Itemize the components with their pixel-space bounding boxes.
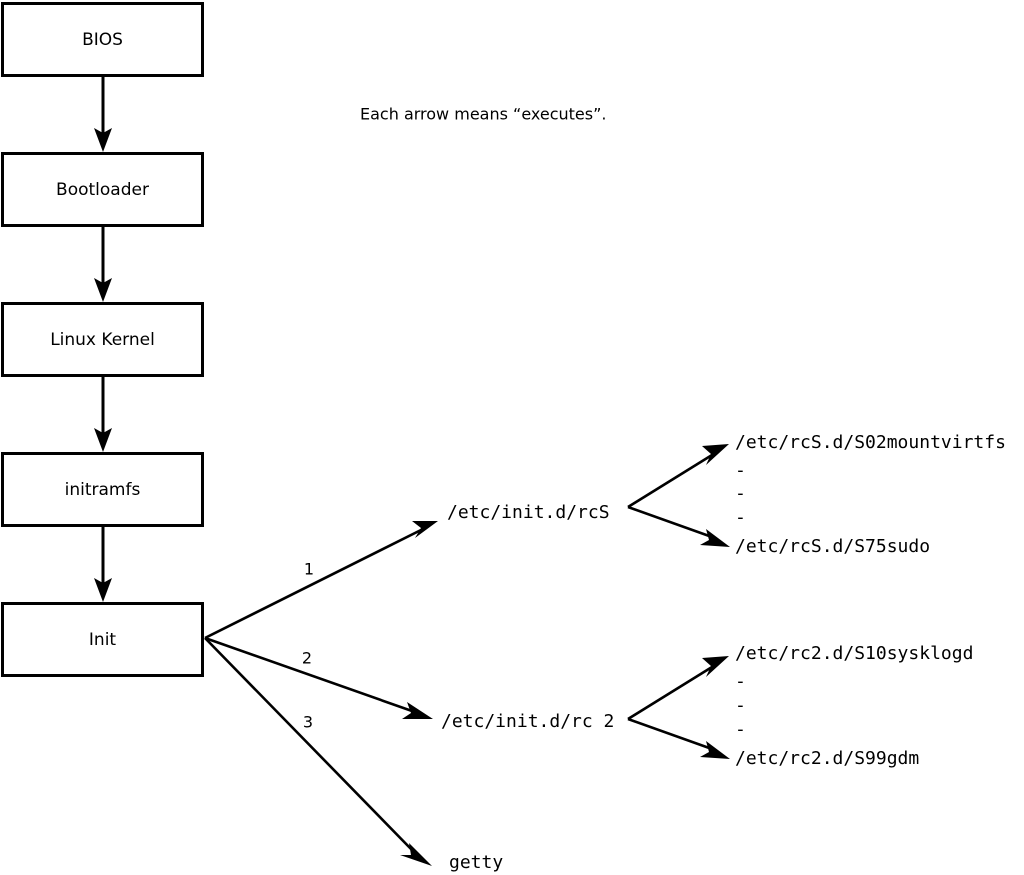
label-rcS-ellipsis-0: - xyxy=(735,460,746,481)
edge-init-rc2-line xyxy=(204,636,413,713)
label-rcS-child-1: /etc/rcS.d/S75sudo xyxy=(735,536,930,557)
edge-rcS-sudo-arrowhead xyxy=(700,529,730,547)
node-bootloader: Bootloader xyxy=(1,152,204,227)
node-bootloader-rect xyxy=(1,152,204,227)
edge-rc2-to-gdm xyxy=(627,717,730,759)
node-linux-kernel: Linux Kernel xyxy=(1,302,204,377)
node-initramfs-label: initramfs xyxy=(65,480,141,500)
label-init-d-rc2: /etc/init.d/rc 2 xyxy=(441,711,614,732)
edge-rcS-mountvirtfs-arrowhead xyxy=(702,444,729,465)
node-init-label: Init xyxy=(89,630,117,650)
edge-bios-to-bootloader xyxy=(94,76,112,152)
edge-init-rc2-arrowhead xyxy=(402,702,433,719)
edge-rc2-sysklogd-line xyxy=(627,665,713,721)
label-rc2-ellipsis-1: - xyxy=(735,695,746,716)
label-getty: getty xyxy=(449,852,503,873)
edge-init-getty-line xyxy=(204,637,413,851)
edge-rc2-sysklogd-arrowhead xyxy=(702,656,729,677)
edge-rcS-mountvirtfs-line xyxy=(627,453,713,509)
node-bios-label: BIOS xyxy=(82,30,123,50)
edge-init-to-rc2: 2 xyxy=(204,636,433,719)
edge-kernel-to-initramfs xyxy=(94,376,112,452)
node-initramfs-rect xyxy=(1,452,204,527)
edge-init-rcS-arrowhead xyxy=(412,521,438,538)
label-rcS-child-0: /etc/rcS.d/S02mountvirtfs xyxy=(735,432,1006,453)
edge-rcS-sudo-line xyxy=(627,505,713,539)
edge-rc2-to-sysklogd xyxy=(627,656,729,721)
node-init: Init xyxy=(1,602,204,677)
edge-initramfs-init-arrowhead xyxy=(94,578,112,602)
node-init-rect xyxy=(1,602,204,677)
edge-label-2: 2 xyxy=(302,649,312,668)
edge-label-3: 3 xyxy=(303,713,313,732)
node-linux-kernel-rect xyxy=(1,302,204,377)
label-init-d-rcS: /etc/init.d/rcS xyxy=(447,502,610,523)
label-rc2-ellipsis-0: - xyxy=(735,671,746,692)
label-rcS-ellipsis-2: - xyxy=(735,507,746,528)
node-linux-kernel-label: Linux Kernel xyxy=(50,330,155,350)
edge-bootloader-to-kernel xyxy=(94,226,112,302)
edge-bios-bootloader-arrowhead xyxy=(94,128,112,152)
label-rc2-child-1: /etc/rc2.d/S99gdm xyxy=(735,748,919,769)
edge-rc2-gdm-arrowhead xyxy=(700,741,730,759)
node-bios-rect xyxy=(1,2,204,77)
label-rcS-ellipsis-1: - xyxy=(735,483,746,504)
label-rc2-ellipsis-2: - xyxy=(735,719,746,740)
diagram-caption: Each arrow means “executes”. xyxy=(360,105,606,124)
edge-init-to-rcS: 1 xyxy=(204,521,438,640)
node-bios: BIOS xyxy=(1,2,204,77)
edge-init-to-getty: 3 xyxy=(204,637,432,866)
edge-kernel-initramfs-arrowhead xyxy=(94,428,112,452)
edge-rc2-gdm-line xyxy=(627,717,713,751)
edge-rcS-to-mountvirtfs xyxy=(627,444,729,509)
edge-rcS-to-sudo xyxy=(627,505,730,547)
node-bootloader-label: Bootloader xyxy=(56,180,149,200)
edge-init-getty-arrowhead xyxy=(400,843,432,866)
edge-label-1: 1 xyxy=(304,560,314,579)
label-rc2-child-0: /etc/rc2.d/S10sysklogd xyxy=(735,643,973,664)
edge-init-rcS-line xyxy=(204,526,426,640)
node-initramfs: initramfs xyxy=(1,452,204,527)
edge-bootloader-kernel-arrowhead xyxy=(94,278,112,302)
edge-initramfs-to-init xyxy=(94,526,112,602)
